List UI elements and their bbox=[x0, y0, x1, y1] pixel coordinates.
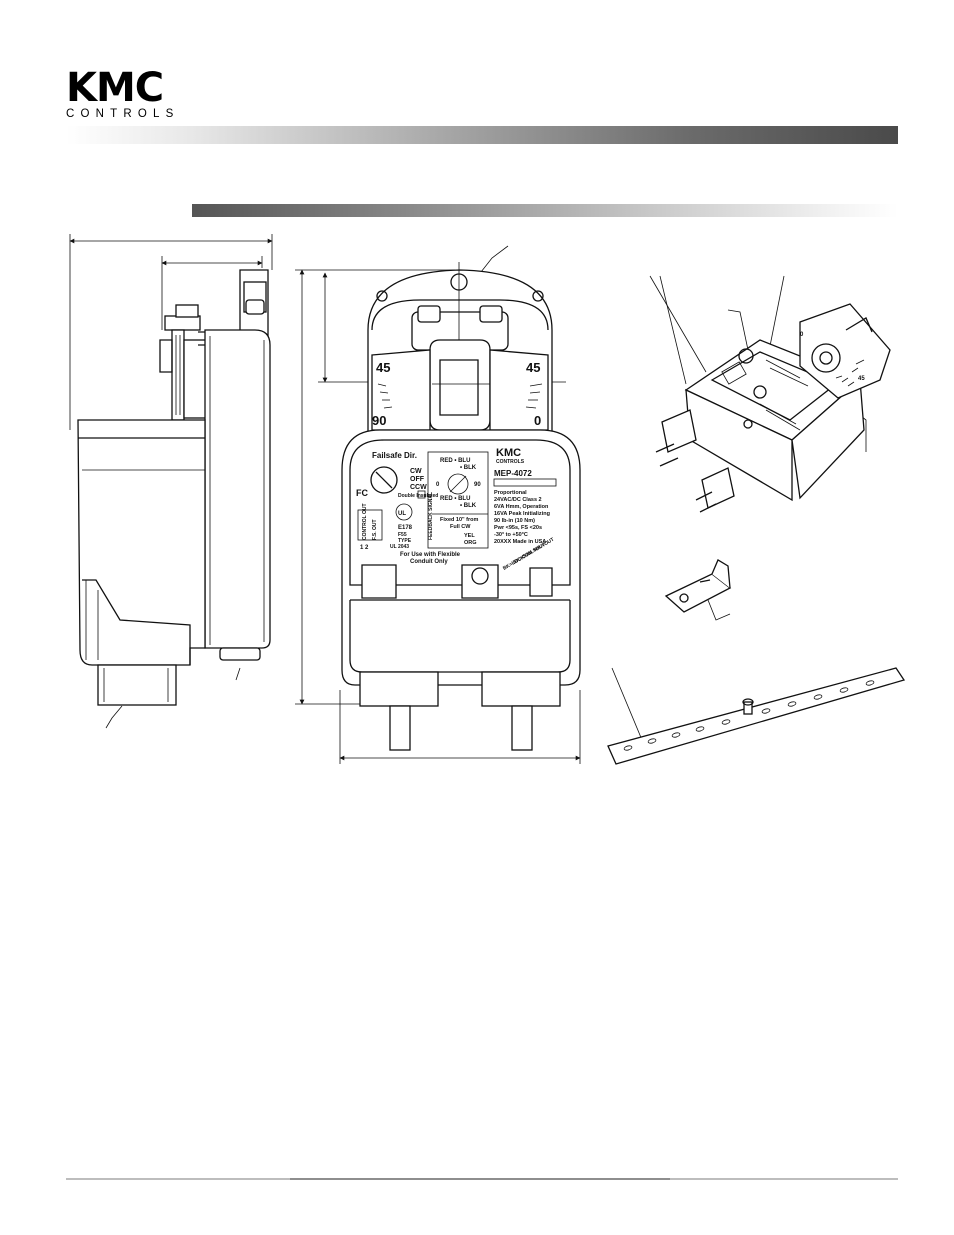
mounting-strap bbox=[607, 667, 906, 765]
svg-text:UL: UL bbox=[398, 511, 406, 517]
kmc-logo: KMC CONTROLS bbox=[66, 65, 226, 120]
fixed-note-line-2: Full CW bbox=[450, 524, 471, 530]
side-terminal-line-2: F.S. OUT bbox=[372, 519, 378, 540]
failsafe-cw: CW bbox=[410, 468, 422, 475]
section-gradient-bar bbox=[192, 204, 898, 217]
logo-subtitle: CONTROLS bbox=[66, 108, 180, 120]
listing-line-2: F55 bbox=[398, 532, 407, 538]
conduit-note-line-2: Conduit Only bbox=[410, 559, 448, 565]
wire-row-1: RED • BLU bbox=[440, 458, 470, 464]
spec-line-5: 90 lb-in (10 Nm) bbox=[494, 518, 535, 524]
conduit-note-line-1: For Use with Flexible bbox=[400, 552, 461, 558]
failsafe-off: OFF bbox=[410, 476, 425, 483]
wire-row-2: • BLK bbox=[460, 465, 477, 471]
listing-line-3: TYPE bbox=[398, 538, 412, 544]
spec-line-7: -30° to +50°C bbox=[494, 532, 528, 538]
wire-row-3: RED • BLU bbox=[440, 496, 470, 502]
iso-dial-label-45: 45 bbox=[858, 376, 865, 382]
body-brand-mark: KMC bbox=[496, 447, 521, 459]
iso-dial-label-0: 0 bbox=[800, 332, 804, 338]
failsafe-title: Failsafe Dir. bbox=[372, 451, 417, 460]
footer-rule-accent bbox=[290, 1178, 670, 1180]
spec-line-3: 6VA Hmm, Operation bbox=[494, 504, 549, 510]
failsafe-ccw: CCW bbox=[410, 484, 427, 491]
dial-label-top-left: 45 bbox=[376, 360, 390, 375]
wire-row-4: • BLK bbox=[460, 503, 477, 509]
listing-line-1: E178 bbox=[398, 525, 413, 531]
dial-label-bottom-right: 0 bbox=[534, 413, 541, 428]
body-brand-sub: CONTROLS bbox=[496, 459, 525, 465]
fc-mark: FC bbox=[356, 488, 368, 498]
scale-label-zero: 0 bbox=[436, 482, 440, 488]
spec-line-4: 16VA Peak Initializing bbox=[494, 511, 550, 517]
left-terminal-label: FEEDBACK SIGNAL bbox=[428, 492, 434, 540]
dial-label-bottom-left: 90 bbox=[372, 413, 386, 428]
isometric-view: 45 0 bbox=[607, 275, 906, 765]
header-gradient-bar bbox=[66, 126, 898, 144]
spec-line-1: Proportional bbox=[494, 490, 527, 496]
spec-line-2: 24VAC/DC Class 2 bbox=[494, 497, 542, 503]
spec-line-6: Pwr <95s, FS <20s bbox=[494, 525, 542, 531]
fixed-note-line-1: Fixed 10" from bbox=[440, 517, 478, 523]
side-terminal-line-1: CONTROL OUT bbox=[362, 503, 368, 540]
spec-line-8: 20XXX Made in USA bbox=[494, 539, 546, 545]
listing-line-4: UL 2043 bbox=[390, 544, 409, 550]
scale-label-ninety: 90 bbox=[474, 482, 481, 488]
side-terminal-numbers: 1 2 bbox=[360, 545, 369, 551]
model-number: MEP-4072 bbox=[494, 469, 532, 478]
front-view: 45 45 90 0 Failsafe Dir. CW OFF CCW Doub… bbox=[295, 245, 581, 764]
wire-row-5: YEL bbox=[464, 533, 475, 539]
dial-label-top-right: 45 bbox=[526, 360, 540, 375]
logo-mark: KMC bbox=[66, 65, 164, 111]
wire-row-6: ORG bbox=[464, 540, 477, 546]
side-view bbox=[69, 234, 273, 729]
